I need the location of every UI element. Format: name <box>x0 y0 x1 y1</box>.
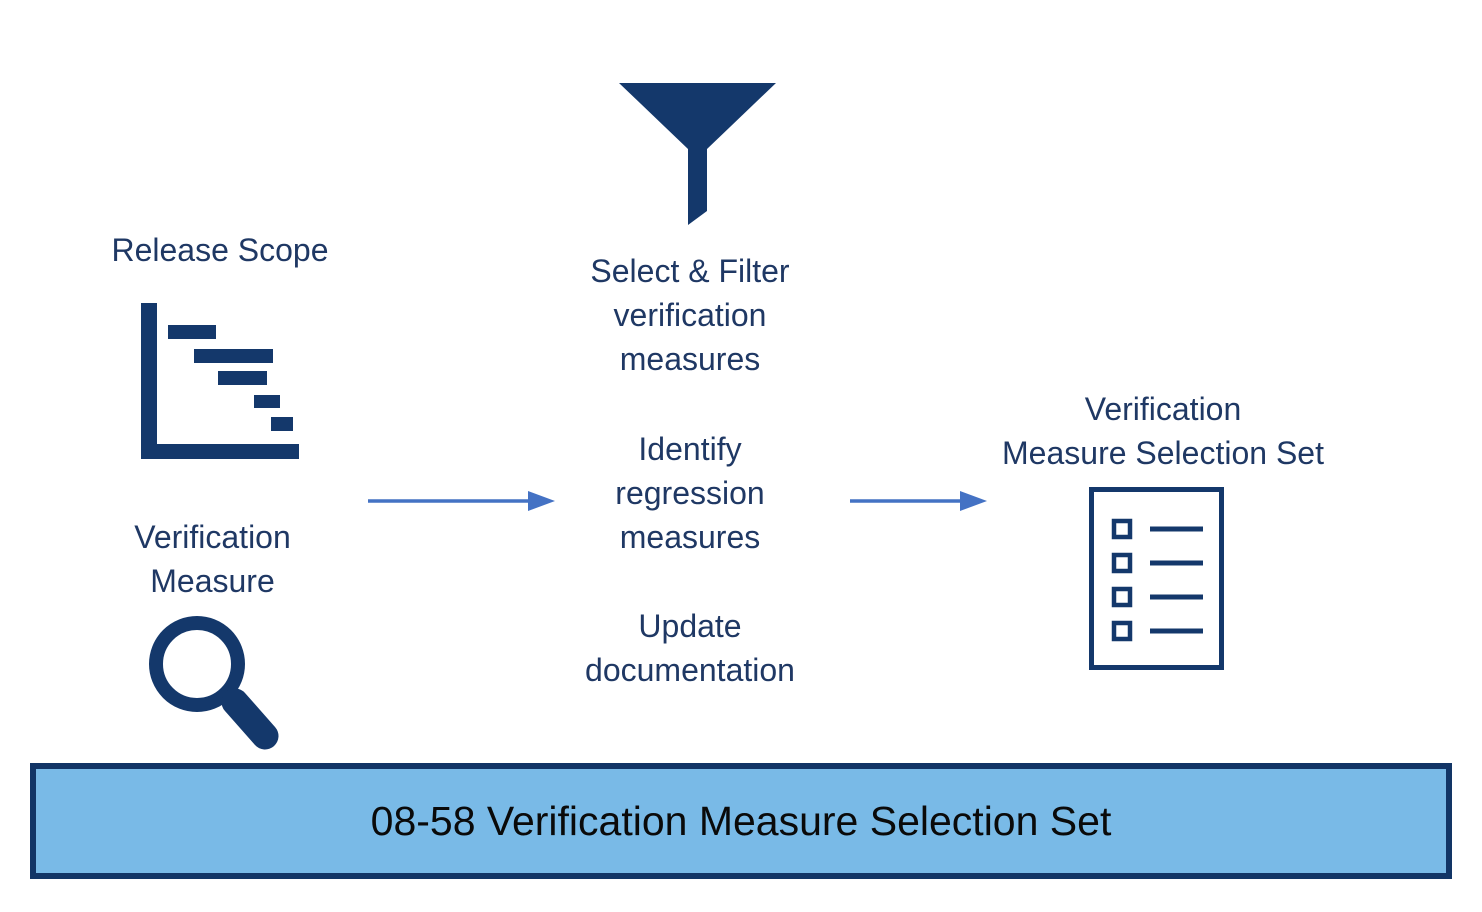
gantt-chart-icon <box>141 303 299 459</box>
funnel-icon <box>619 83 776 225</box>
release-scope-label: Release Scope <box>111 232 329 268</box>
process-to-output-arrow <box>850 491 987 511</box>
checklist-icon <box>1089 487 1224 670</box>
magnifier-icon <box>149 616 279 750</box>
inputs-to-process-arrow <box>368 491 555 511</box>
output-label: Verification Measure Selection Set <box>1002 391 1324 471</box>
verification-measure-label: Verification Measure <box>134 519 291 599</box>
title-banner-label: 08-58 Verification Measure Selection Set <box>370 797 1112 844</box>
process-step-identify-regression: Identify regression measures <box>615 431 765 555</box>
process-step-update-documentation: Update documentation <box>585 608 795 688</box>
process-step-select-filter: Select & Filter verification measures <box>590 253 790 377</box>
title-banner: 08-58 Verification Measure Selection Set <box>30 763 1452 879</box>
